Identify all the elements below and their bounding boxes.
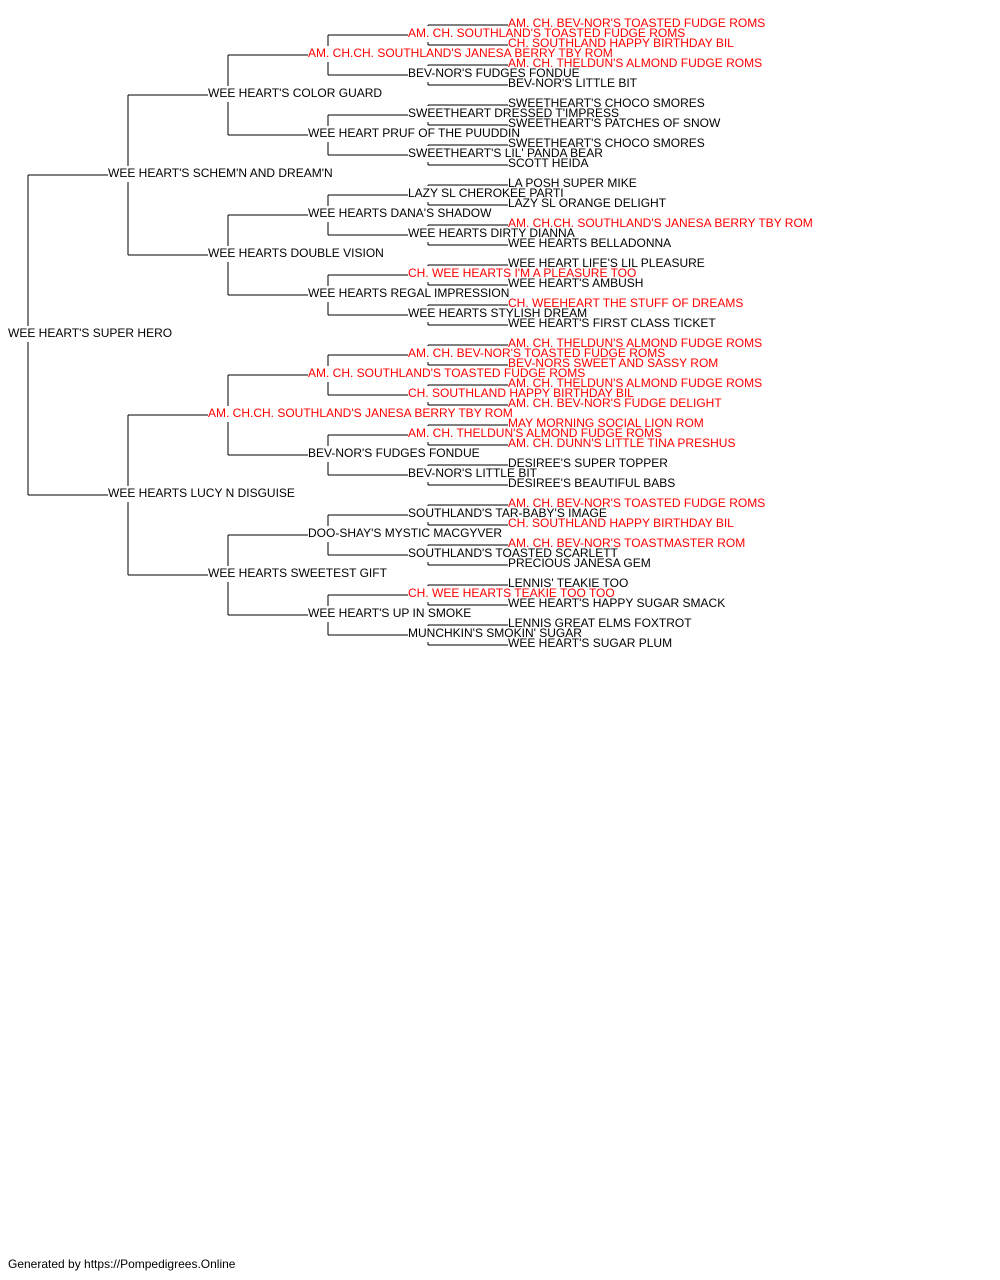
sire-name: CH. WEE HEARTS TEAKIE TOO TOO (408, 586, 615, 600)
dam-name: CH. SOUTHLAND HAPPY BIRTHDAY BIL (508, 516, 734, 530)
sire-name: AM. CH. BEV-NOR'S TOASTED FUDGE ROMS (508, 496, 765, 510)
dam-name: BEV-NORS SWEET AND SASSY ROM (508, 356, 718, 370)
sire-name: WEE HEART'S SCHEM'N AND DREAM'N (108, 166, 333, 180)
dam-name: SWEETHEART'S PATCHES OF SNOW (508, 116, 721, 130)
sire-name: AM. CH. SOUTHLAND'S TOASTED FUDGE ROMS (308, 366, 585, 380)
dam-name: LAZY SL ORANGE DELIGHT (508, 196, 667, 210)
dam-name: BEV-NOR'S LITTLE BIT (408, 466, 538, 480)
sire-name: DOO-SHAY'S MYSTIC MACGYVER (308, 526, 502, 540)
dam-name: WEE HEART'S SUGAR PLUM (508, 636, 672, 650)
dam-name: WEE HEARTS DOUBLE VISION (208, 246, 384, 260)
dam-name: WEE HEARTS REGAL IMPRESSION (308, 286, 509, 300)
dam-name: WEE HEART'S HAPPY SUGAR SMACK (508, 596, 725, 610)
dam-name: SWEETHEART'S LIL' PANDA BEAR (408, 146, 603, 160)
dam-name: SCOTT HEIDA (508, 156, 588, 170)
dam-name: PRECIOUS JANESA GEM (508, 556, 651, 570)
sire-name: SWEETHEART DRESSED T'IMPRESS (408, 106, 619, 120)
sire-name: AM. CH.CH. SOUTHLAND'S JANESA BERRY TBY … (308, 46, 613, 60)
sire-name: WEE HEARTS DANA'S SHADOW (308, 206, 492, 220)
sire-name: CH. WEEHEART THE STUFF OF DREAMS (508, 296, 743, 310)
dam-name: WEE HEART'S FIRST CLASS TICKET (508, 316, 716, 330)
sire-name: AM. CH. BEV-NOR'S TOASTED FUDGE ROMS (408, 346, 665, 360)
sire-name: MAY MORNING SOCIAL LION ROM (508, 416, 704, 430)
sire-name: LA POSH SUPER MIKE (508, 176, 637, 190)
dam-name: CH. SOUTHLAND HAPPY BIRTHDAY BIL (508, 36, 734, 50)
dam-name: AM. CH. DUNN'S LITTLE TINA PRESHUS (508, 436, 735, 450)
sire-name: AM. CH. BEV-NOR'S TOASTED FUDGE ROMS (508, 16, 765, 30)
dam-name: WEE HEARTS STYLISH DREAM (408, 306, 587, 320)
dam-name: BEV-NOR'S FUDGES FONDUE (308, 446, 480, 460)
sire-name: AM. CH.CH. SOUTHLAND'S JANESA BERRY TBY … (208, 406, 513, 420)
dam-name: WEE HEARTS SWEETEST GIFT (208, 566, 388, 580)
dam-name: WEE HEARTS BELLADONNA (508, 236, 671, 250)
sire-name: WEE HEART'S COLOR GUARD (208, 86, 382, 100)
sire-name: DESIREE'S SUPER TOPPER (508, 456, 668, 470)
sire-name: AM. CH. THELDUN'S ALMOND FUDGE ROMS (508, 336, 762, 350)
sire-name: AM. CH.CH. SOUTHLAND'S JANESA BERRY TBY … (508, 216, 813, 230)
sire-name: CH. WEE HEARTS I'M A PLEASURE TOO (408, 266, 636, 280)
dam-name: WEE HEARTS DIRTY DIANNA (408, 226, 575, 240)
sire-name: AM. CH. THELDUN'S ALMOND FUDGE ROMS (408, 426, 662, 440)
generated-by-footer: Generated by https://Pompedigrees.Online (8, 1257, 236, 1271)
sire-name: SWEETHEART'S CHOCO SMORES (508, 96, 705, 110)
sire-name: LENNIS GREAT ELMS FOXTROT (508, 616, 692, 630)
sire-name: SWEETHEART'S CHOCO SMORES (508, 136, 705, 150)
dam-name: WEE HEARTS LUCY N DISGUISE (108, 486, 295, 500)
sire-name: AM. CH. BEV-NOR'S TOASTMASTER ROM (508, 536, 745, 550)
dam-name: DESIREE'S BEAUTIFUL BABS (508, 476, 675, 490)
dam-name: BEV-NOR'S LITTLE BIT (508, 76, 638, 90)
dam-name: CH. SOUTHLAND HAPPY BIRTHDAY BIL (408, 386, 634, 400)
dam-name: WEE HEART PRUF OF THE PUUDDIN (308, 126, 520, 140)
dam-name: AM. CH. BEV-NOR'S FUDGE DELIGHT (508, 396, 722, 410)
dam-name: MUNCHKIN'S SMOKIN' SUGAR (408, 626, 582, 640)
sire-name: WEE HEART LIFE'S LIL PLEASURE (508, 256, 705, 270)
dam-name: SOUTHLAND'S TOASTED SCARLETT (408, 546, 619, 560)
sire-name: AM. CH. THELDUN'S ALMOND FUDGE ROMS (508, 56, 762, 70)
sire-name: AM. CH. SOUTHLAND'S TOASTED FUDGE ROMS (408, 26, 685, 40)
dam-name: WEE HEART'S AMBUSH (508, 276, 643, 290)
sire-name: AM. CH. THELDUN'S ALMOND FUDGE ROMS (508, 376, 762, 390)
subject-name: WEE HEART'S SUPER HERO (8, 326, 172, 340)
dam-name: BEV-NOR'S FUDGES FONDUE (408, 66, 580, 80)
dam-name: WEE HEART'S UP IN SMOKE (308, 606, 471, 620)
sire-name: LAZY SL CHEROKEE PARTI (408, 186, 564, 200)
sire-name: LENNIS' TEAKIE TOO (508, 576, 628, 590)
sire-name: SOUTHLAND'S TAR-BABY'S IMAGE (408, 506, 607, 520)
